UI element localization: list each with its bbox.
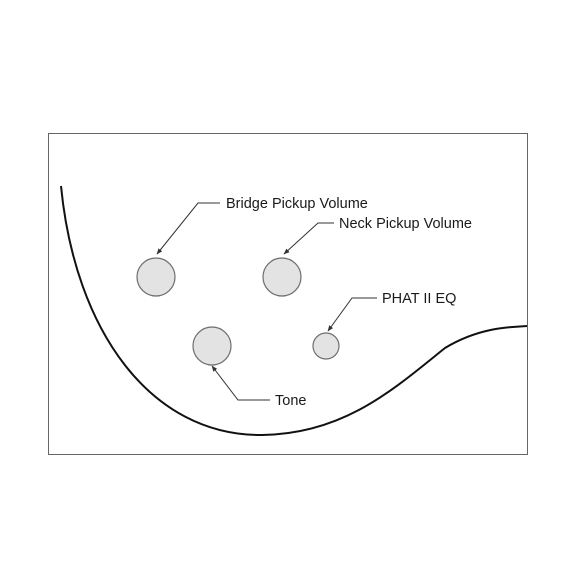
bridge-volume-leader (156, 202, 220, 255)
phat-eq-leader (327, 297, 377, 332)
phat-eq-knob[interactable] (312, 332, 340, 360)
tone-knob[interactable] (192, 326, 232, 366)
diagram-frame (48, 133, 528, 455)
neck-volume-leader (283, 222, 334, 255)
neck-volume-knob[interactable] (262, 257, 302, 297)
tone-label: Tone (275, 393, 306, 409)
bridge-volume-knob[interactable] (136, 257, 176, 297)
tone-leader (211, 365, 270, 401)
neck-volume-label: Neck Pickup Volume (339, 216, 472, 232)
body-outline-curve (60, 185, 528, 437)
phat-eq-label: PHAT II EQ (382, 291, 456, 307)
bridge-volume-label: Bridge Pickup Volume (226, 196, 368, 212)
